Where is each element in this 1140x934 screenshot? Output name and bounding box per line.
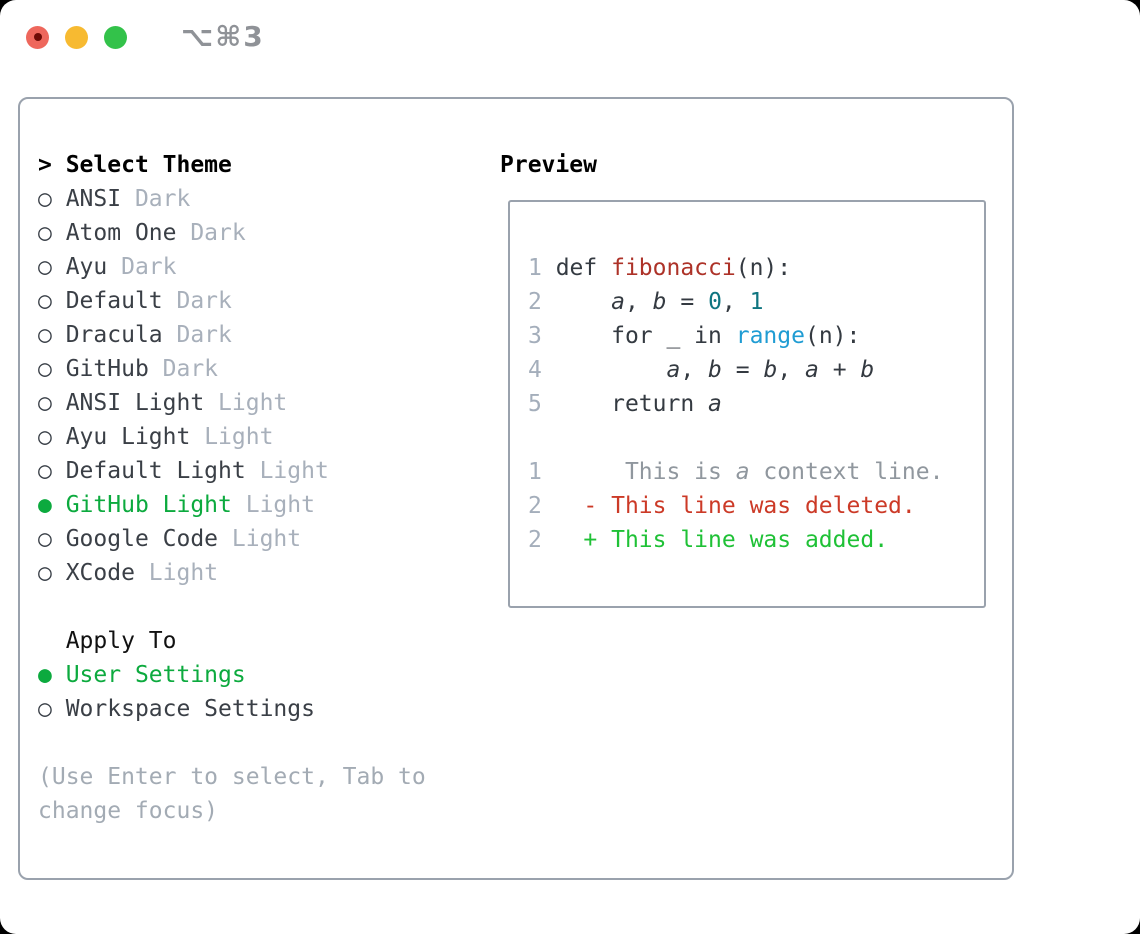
theme-name: Default Light <box>51 458 246 484</box>
theme-tag: Dark <box>107 254 177 280</box>
option-name: Workspace Settings <box>51 696 315 722</box>
close-button-dot <box>33 33 42 41</box>
apply-to-header: Apply To <box>38 628 177 654</box>
radio-selected-icon: ● <box>38 662 52 688</box>
radio-icon: ○ <box>38 526 52 552</box>
theme-list: > Select Theme ○ ANSI Dark ○ Atom One Da… <box>38 148 426 828</box>
theme-name: ANSI Light <box>51 390 205 416</box>
theme-tag: Dark <box>162 322 232 348</box>
prompt-icon: > <box>38 152 52 178</box>
theme-tag: Dark <box>162 288 232 314</box>
radio-icon: ○ <box>38 186 52 212</box>
preview-pane: 1 def fibonacci(n): 2 a, b = 0, 1 3 for … <box>508 200 986 608</box>
theme-tag: Dark <box>148 356 219 382</box>
theme-name: XCode <box>51 560 135 586</box>
theme-name: Default <box>51 288 163 314</box>
theme-item-ansi-dark[interactable]: ○ ANSI Dark <box>38 182 426 216</box>
theme-tag: Light <box>218 526 302 552</box>
apply-option-workspace-settings[interactable]: ○ Workspace Settings <box>38 692 426 726</box>
preview-title: Preview <box>500 152 597 178</box>
zoom-button[interactable] <box>104 25 127 49</box>
theme-tag: Light <box>190 424 274 450</box>
theme-name: GitHub <box>51 356 149 382</box>
theme-name: Dracula <box>51 322 163 348</box>
select-theme-title: Select Theme <box>51 152 232 178</box>
radio-icon: ○ <box>38 424 52 450</box>
theme-tag: Light <box>245 458 329 484</box>
code-preview: 1 def fibonacci(n): 2 a, b = 0, 1 3 for … <box>528 251 943 557</box>
radio-selected-icon: ● <box>38 492 52 518</box>
theme-tag: Light <box>204 390 288 416</box>
theme-name: Ayu <box>51 254 108 280</box>
titlebar: ⌥⌘3 <box>26 20 265 53</box>
theme-item-default-light[interactable]: ○ Default Light Light <box>38 454 426 488</box>
theme-tag: Light <box>134 560 219 586</box>
theme-item-ayu-dark[interactable]: ○ Ayu Dark <box>38 250 426 284</box>
theme-item-ansi-light[interactable]: ○ ANSI Light Light <box>38 386 426 420</box>
radio-icon: ○ <box>38 390 52 416</box>
theme-name: Atom One <box>51 220 177 246</box>
theme-tag: Dark <box>176 220 246 246</box>
theme-item-google-code[interactable]: ○ Google Code Light <box>38 522 426 556</box>
shortcut-label: ⌥⌘3 <box>181 20 265 53</box>
select-theme-header: > Select Theme <box>38 148 426 182</box>
code-line: 2 a, b = 0, 1 <box>528 289 764 315</box>
theme-item-dracula-dark[interactable]: ○ Dracula Dark <box>38 318 426 352</box>
diff-deleted-line: 2 - This line was deleted. <box>528 493 916 519</box>
theme-item-ayu-light[interactable]: ○ Ayu Light Light <box>38 420 426 454</box>
option-name: User Settings <box>51 662 246 688</box>
apply-option-user-settings[interactable]: ● User Settings <box>38 658 426 692</box>
radio-icon: ○ <box>38 560 52 586</box>
theme-name: ANSI <box>51 186 122 212</box>
radio-icon: ○ <box>38 458 52 484</box>
radio-icon: ○ <box>38 254 52 280</box>
code-line: 4 a, b = b, a + b <box>528 357 875 383</box>
theme-name: Ayu Light <box>51 424 191 450</box>
spacer <box>38 726 426 760</box>
radio-icon: ○ <box>38 288 52 314</box>
diff-context-line: 1 This is a context line. <box>528 459 944 485</box>
radio-icon: ○ <box>38 356 52 382</box>
theme-tag: Dark <box>121 186 191 212</box>
keyboard-hint-line2: change focus) <box>38 798 219 824</box>
spacer <box>38 590 426 624</box>
code-line: 1 def fibonacci(n): <box>528 255 792 281</box>
code-line: 5 return a <box>528 391 722 417</box>
theme-name: Google Code <box>51 526 219 552</box>
blank-line <box>528 421 943 455</box>
theme-item-default-dark[interactable]: ○ Default Dark <box>38 284 426 318</box>
keyboard-hint-line1: (Use Enter to select, Tab to <box>38 764 426 790</box>
radio-icon: ○ <box>38 220 52 246</box>
radio-icon: ○ <box>38 696 52 722</box>
theme-item-github-dark[interactable]: ○ GitHub Dark <box>38 352 426 386</box>
theme-tag: Light <box>231 492 315 518</box>
theme-name: GitHub Light <box>51 492 232 518</box>
close-button[interactable] <box>26 25 49 49</box>
radio-icon: ○ <box>38 322 52 348</box>
minimize-button[interactable] <box>65 25 88 49</box>
theme-item-github-light[interactable]: ● GitHub Light Light <box>38 488 426 522</box>
diff-added-line: 2 + This line was added. <box>528 527 889 553</box>
theme-item-atom-one-dark[interactable]: ○ Atom One Dark <box>38 216 426 250</box>
code-line: 3 for _ in range(n): <box>528 323 861 349</box>
theme-item-xcode[interactable]: ○ XCode Light <box>38 556 426 590</box>
